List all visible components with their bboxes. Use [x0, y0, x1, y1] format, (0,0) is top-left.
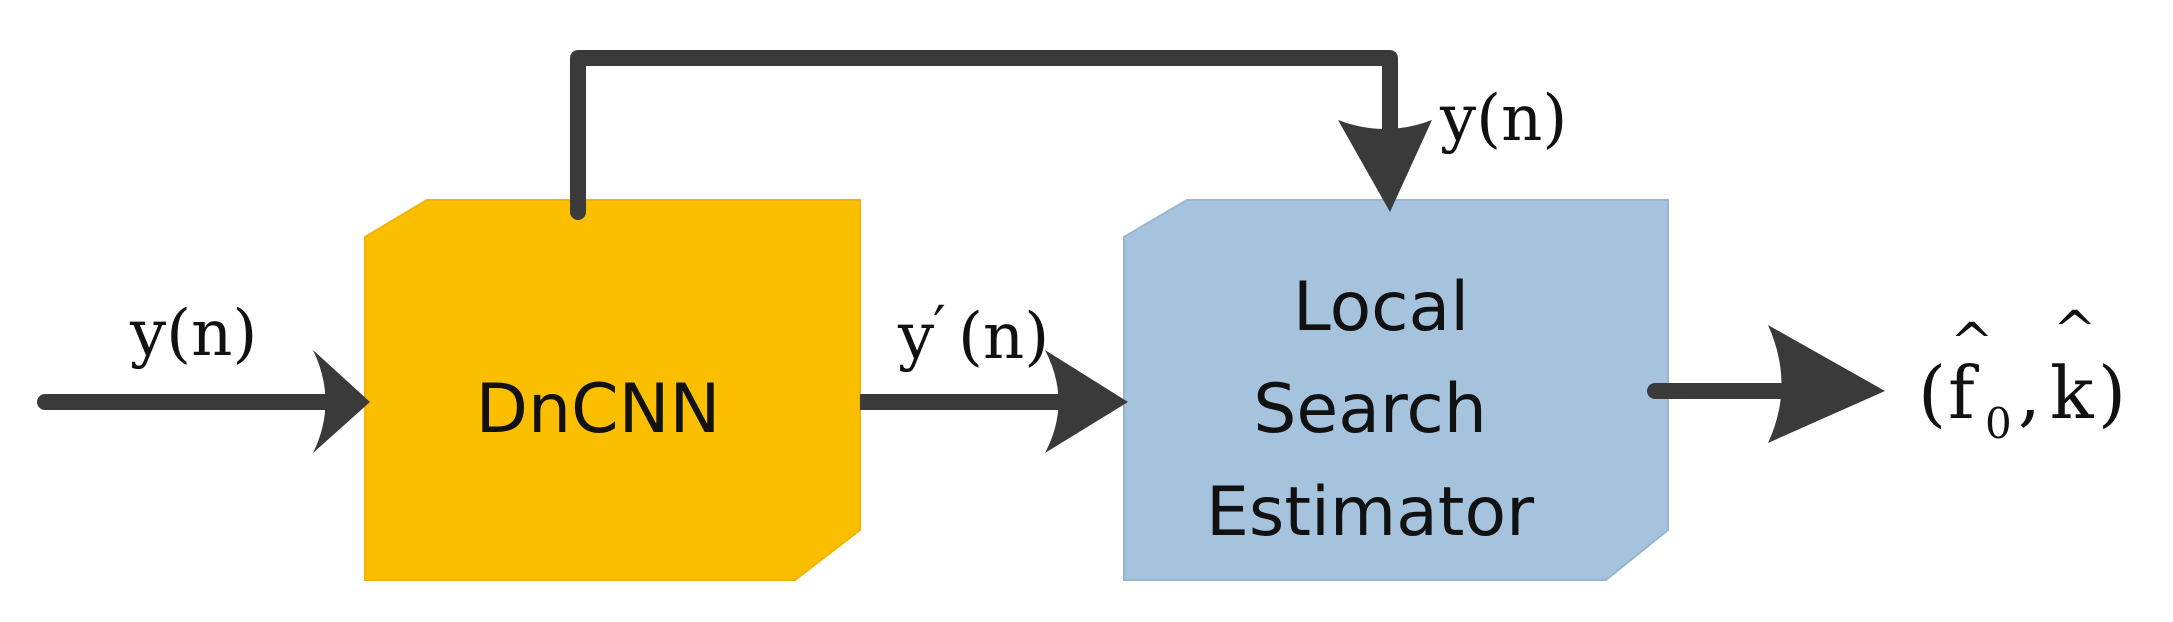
estimator-block-shape — [1123, 199, 1669, 581]
dncnn-block-shape — [364, 199, 861, 581]
denoised-var: y — [897, 300, 934, 374]
denoised-arrow — [860, 350, 1128, 453]
estimator-label-line-3: Estimator — [1206, 473, 1534, 552]
feedback-arrow — [570, 50, 1432, 220]
output-comma: , — [2018, 351, 2041, 435]
estimator-label-line-1: Local — [1293, 268, 1469, 347]
output-estimate-label: ( ^ f 0 , ^ k ) — [1918, 301, 2126, 448]
denoised-signal-label: y ′ (n) — [897, 295, 1049, 374]
input-arrow-head — [313, 350, 370, 453]
feedback-arrow-head — [1338, 120, 1432, 212]
dncnn-block: DnCNN — [364, 199, 861, 581]
output-subscript-zero: 0 — [1985, 399, 2012, 448]
output-k-hat: ^ — [2053, 301, 2097, 361]
feedback-signal-label: y(n) — [1439, 82, 1567, 156]
output-arrow-head — [1768, 325, 1885, 443]
estimator-label-line-2: Search — [1253, 370, 1487, 449]
output-f-hat: ^ — [1950, 313, 1994, 373]
output-close-paren: ) — [2098, 351, 2126, 435]
local-search-estimator-block: Local Search Estimator — [1123, 199, 1669, 581]
denoised-arrow-head — [1045, 350, 1128, 453]
feedback-arrow-path — [570, 50, 1398, 220]
output-f: f — [1948, 351, 1979, 435]
output-arrow — [1647, 325, 1885, 443]
input-arrow — [37, 350, 370, 453]
denoised-prime: ′ — [933, 295, 946, 360]
output-open-paren: ( — [1918, 351, 1946, 435]
output-k: k — [2050, 351, 2095, 435]
input-signal-label: y(n) — [129, 297, 257, 371]
dncnn-label: DnCNN — [476, 370, 721, 449]
denoised-arg: (n) — [958, 300, 1049, 374]
